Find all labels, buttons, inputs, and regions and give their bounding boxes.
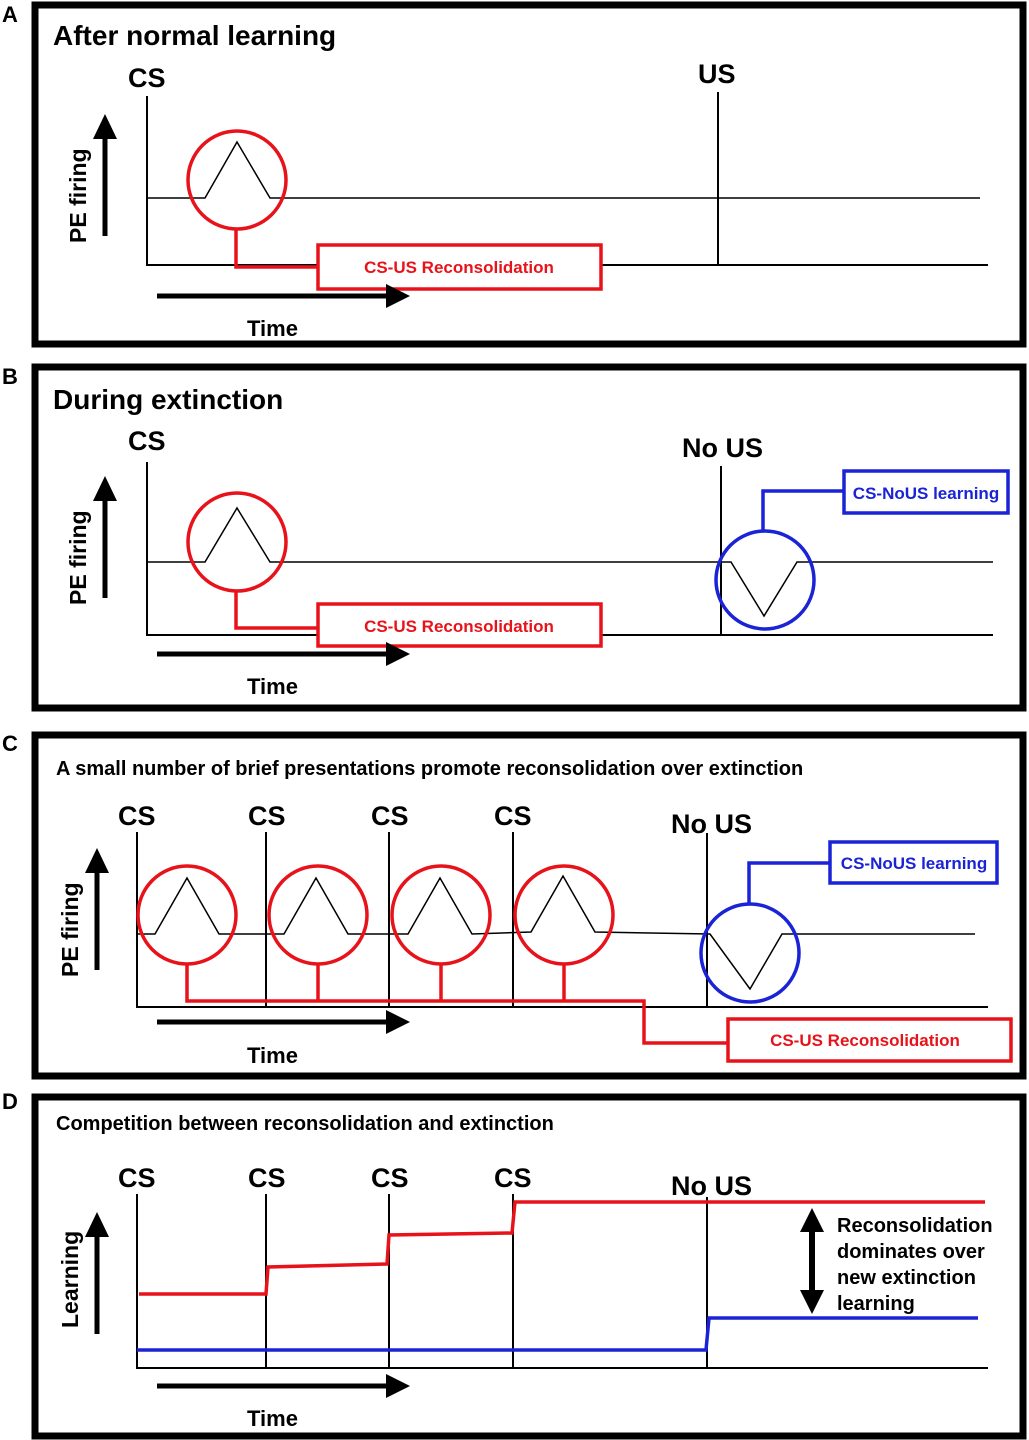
- panel-letter-a: A: [2, 2, 18, 27]
- cs-label-1: CS: [118, 1163, 156, 1193]
- panel-b: B During extinction CS No US CS-US Recon…: [2, 363, 1027, 712]
- dominance-arrow-head-down: [800, 1290, 824, 1314]
- reconsolidation-learning-line: [139, 1200, 985, 1296]
- panel-letter-d: D: [2, 1089, 18, 1114]
- time-arrow-head: [386, 1010, 410, 1034]
- pe-firing-trace: [147, 506, 993, 618]
- y-arrow-head: [85, 1212, 109, 1237]
- panel-b-title: During extinction: [53, 384, 283, 415]
- time-label: Time: [247, 1406, 298, 1431]
- note-line-1: Reconsolidation: [837, 1215, 993, 1237]
- negative-pe-circle: [699, 902, 801, 1004]
- nous-learning-box-label: CS-NoUS learning: [841, 854, 987, 873]
- time-label: Time: [247, 1043, 298, 1068]
- panel-b-frame: [31, 363, 1027, 712]
- cs-label-1: CS: [118, 801, 156, 831]
- reconsolidation-bus: [185, 964, 728, 1045]
- panel-d: D Competition between reconsolidation an…: [2, 1089, 1027, 1440]
- panel-c-title: A small number of brief presentations pr…: [56, 758, 803, 780]
- nous-learning-box-label: CS-NoUS learning: [853, 484, 999, 503]
- cs-label-4: CS: [494, 1163, 532, 1193]
- pe-firing-trace: [137, 874, 975, 991]
- nous-learning-box: [842, 469, 1010, 515]
- reconsolidation-connector: [234, 229, 318, 269]
- reconsolidation-box-label: CS-US Reconsolidation: [364, 617, 554, 636]
- no-us-label: No US: [671, 809, 752, 839]
- time-arrow-head: [386, 1374, 410, 1398]
- note-line-3: new extinction: [837, 1267, 976, 1289]
- extinction-learning-line: [137, 1316, 978, 1352]
- panel-d-title: Competition between reconsolidation and …: [56, 1113, 554, 1135]
- negative-pe-circle: [714, 529, 816, 631]
- reconsolidation-box-label: CS-US Reconsolidation: [364, 258, 554, 277]
- no-us-label: No US: [671, 1171, 752, 1201]
- panel-c: C A small number of brief presentations …: [2, 731, 1027, 1080]
- time-arrow-head: [386, 642, 410, 666]
- positive-pe-circle: [186, 129, 288, 231]
- cs-label-4: CS: [494, 801, 532, 831]
- cs-label-3: CS: [371, 1163, 409, 1193]
- cs-label-2: CS: [248, 801, 286, 831]
- time-label: Time: [247, 316, 298, 341]
- time-label: Time: [247, 674, 298, 699]
- us-label: US: [698, 59, 736, 89]
- panel-c-frame: [31, 731, 1027, 1080]
- nous-learning-connector: [761, 489, 844, 531]
- pe-firing-trace: [147, 140, 980, 199]
- positive-pe-circle-4: [513, 864, 615, 966]
- positive-pe-circle-1: [136, 864, 238, 966]
- reconsolidation-box: [316, 602, 603, 648]
- cs-label: CS: [128, 426, 166, 456]
- reconsolidation-box: [726, 1017, 1013, 1063]
- cs-label-2: CS: [248, 1163, 286, 1193]
- time-arrow-head: [386, 284, 410, 308]
- panel-a-title: After normal learning: [53, 20, 336, 51]
- panel-d-frame: [31, 1093, 1027, 1440]
- y-axis-label: PE firing: [65, 148, 91, 243]
- cs-label-3: CS: [371, 801, 409, 831]
- y-axis-label: PE firing: [65, 510, 91, 605]
- y-arrow-head: [93, 476, 117, 501]
- cs-label: CS: [128, 63, 166, 93]
- panel-letter-b: B: [2, 364, 18, 389]
- note-line-2: dominates over: [837, 1241, 985, 1263]
- reconsolidation-box: [316, 243, 603, 291]
- panel-a-frame: [31, 1, 1027, 348]
- y-arrow-head: [93, 114, 117, 139]
- y-arrow-head: [85, 848, 109, 873]
- y-axis-label: Learning: [57, 1231, 83, 1328]
- no-us-label: No US: [682, 433, 763, 463]
- reconsolidation-connector: [234, 591, 318, 630]
- nous-learning-connector: [747, 861, 830, 904]
- panel-a: A After normal learning CS US CS-US Reco…: [2, 1, 1027, 348]
- nous-learning-box: [828, 840, 999, 885]
- dominance-arrow-head-up: [800, 1208, 824, 1232]
- y-axis-label: PE firing: [57, 882, 83, 977]
- panel-letter-c: C: [2, 731, 18, 756]
- note-line-4: learning: [837, 1293, 915, 1315]
- reconsolidation-box-label: CS-US Reconsolidation: [770, 1031, 960, 1050]
